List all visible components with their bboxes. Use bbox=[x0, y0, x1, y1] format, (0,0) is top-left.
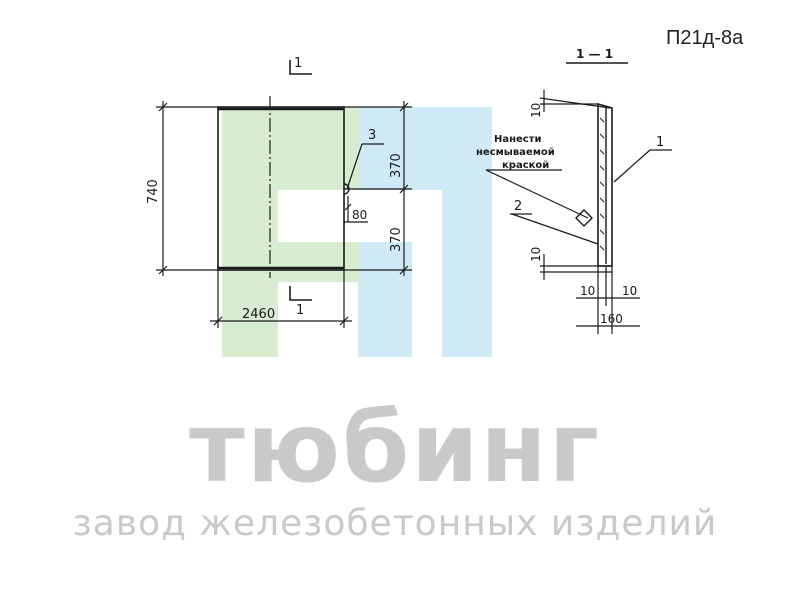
watermark-brand: тюбинг bbox=[189, 392, 601, 504]
logo-cutout-bottom-right bbox=[412, 242, 442, 357]
leader-1 bbox=[613, 149, 651, 183]
dim-section-bottom: 10 bbox=[529, 247, 543, 262]
section-body bbox=[597, 102, 613, 267]
note-line-3: краской bbox=[502, 160, 549, 171]
logo-cutout-right bbox=[360, 190, 442, 242]
dim-width-total: 2460 bbox=[242, 307, 275, 322]
section-view bbox=[485, 62, 672, 334]
section-mark-top bbox=[289, 60, 312, 75]
marking-diamond bbox=[575, 209, 593, 227]
tick bbox=[399, 184, 409, 194]
tick bbox=[158, 265, 168, 275]
tick bbox=[339, 316, 349, 326]
watermark-logo bbox=[222, 107, 492, 357]
note-leader bbox=[485, 169, 589, 219]
leader-2 bbox=[511, 213, 599, 245]
section-mark-bottom bbox=[289, 286, 312, 301]
leader-3 bbox=[346, 143, 363, 190]
front-view bbox=[156, 60, 412, 328]
dim-section-top: 10 bbox=[529, 103, 543, 118]
lifting-loop bbox=[343, 183, 350, 195]
logo-cutout-left bbox=[278, 190, 360, 242]
tick bbox=[213, 316, 223, 326]
callout-1: 1 bbox=[656, 135, 664, 150]
top-edge-ext bbox=[539, 97, 611, 109]
tick bbox=[158, 102, 168, 112]
dim-height-total: 740 bbox=[146, 179, 161, 204]
dim-lower-half: 370 bbox=[389, 227, 404, 252]
section-hatching bbox=[599, 117, 605, 251]
callout-2: 2 bbox=[514, 199, 522, 214]
note-line-1: Нанести bbox=[494, 134, 542, 145]
section-title: 1 — 1 bbox=[576, 47, 613, 61]
tick bbox=[399, 265, 409, 275]
dim-upper-half: 370 bbox=[389, 153, 404, 178]
section-mark-top-label: 1 bbox=[294, 56, 302, 71]
dim-section-left: 10 bbox=[580, 284, 595, 298]
section-mark-bottom-label: 1 bbox=[296, 303, 304, 318]
dim-offset: 80 bbox=[352, 208, 367, 222]
drawing-code: П21д-8а bbox=[666, 27, 744, 49]
tick bbox=[344, 203, 352, 211]
watermark-tagline: завод железобетонных изделий bbox=[72, 503, 718, 544]
note-line-2: несмываемой bbox=[476, 147, 555, 158]
tick bbox=[399, 102, 409, 112]
callout-3: 3 bbox=[368, 128, 376, 143]
dim-section-right: 10 bbox=[622, 284, 637, 298]
dim-section-total: 160 bbox=[600, 312, 623, 326]
